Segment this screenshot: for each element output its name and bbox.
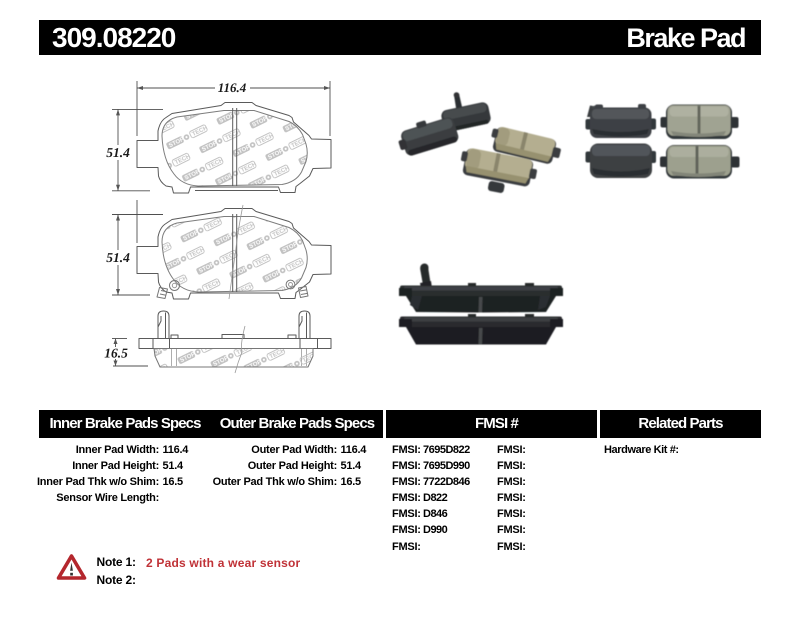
svg-text:116.4: 116.4 — [218, 80, 247, 95]
svg-text:51.4: 51.4 — [106, 250, 130, 265]
svg-text:16.5: 16.5 — [104, 346, 128, 361]
svg-text:51.4: 51.4 — [106, 145, 130, 160]
